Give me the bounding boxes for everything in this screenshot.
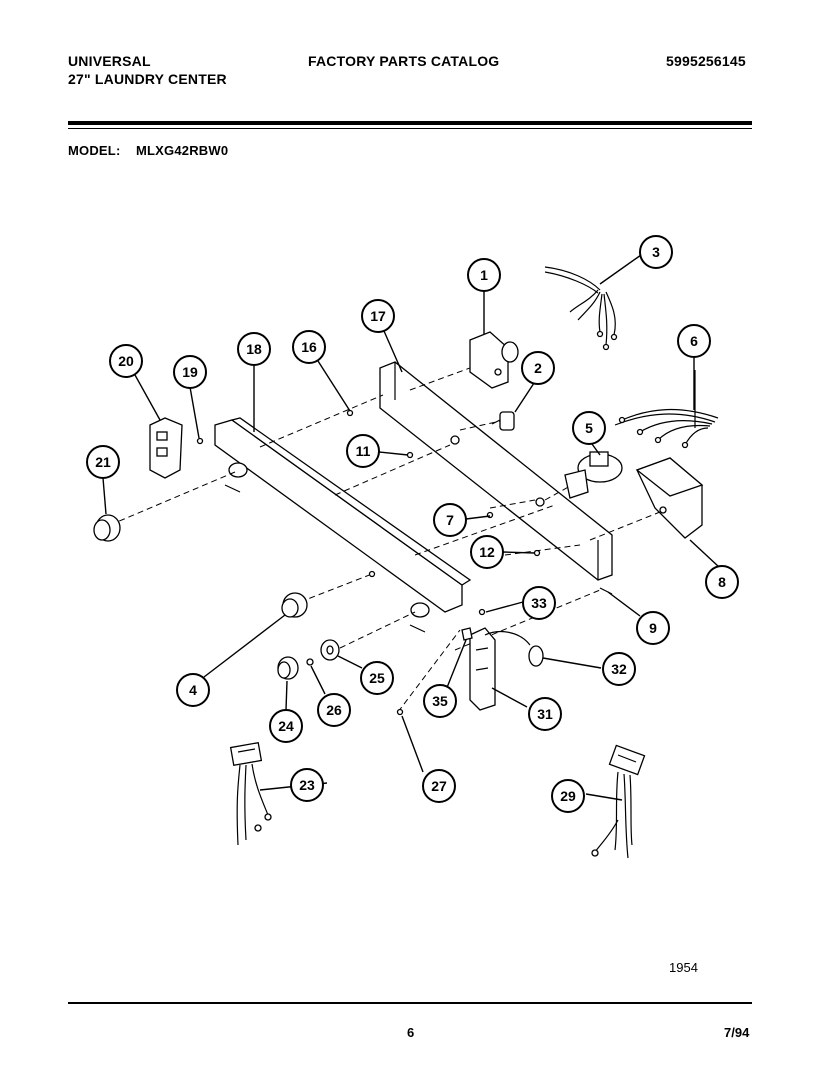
footer-date: 7/94: [724, 1025, 750, 1040]
console-panel: [214, 417, 472, 633]
callout-35[interactable]: 35: [423, 684, 457, 718]
callout-29[interactable]: 29: [551, 779, 585, 813]
callout-19[interactable]: 19: [173, 355, 207, 389]
callout-16[interactable]: 16: [292, 330, 326, 364]
callout-18[interactable]: 18: [237, 332, 271, 366]
catalog-title: FACTORY PARTS CATALOG: [308, 53, 500, 69]
timer-part: [469, 331, 519, 389]
callout-31[interactable]: 31: [528, 697, 562, 731]
svg-text:11: 11: [356, 443, 371, 459]
svg-text:24: 24: [278, 718, 294, 734]
svg-text:2: 2: [534, 360, 542, 376]
svg-text:3: 3: [652, 244, 660, 260]
callout-26[interactable]: 26: [317, 693, 351, 727]
leader-lines: [102, 254, 720, 801]
callout-9[interactable]: 9: [636, 611, 670, 645]
callout-32[interactable]: 32: [602, 652, 636, 686]
callout-12[interactable]: 12: [470, 535, 504, 569]
svg-text:21: 21: [95, 454, 111, 470]
svg-text:8: 8: [718, 574, 726, 590]
callout-11[interactable]: 11: [346, 434, 380, 468]
callout-2[interactable]: 2: [521, 351, 555, 385]
screw-12: [533, 549, 541, 557]
callout-4[interactable]: 4: [176, 673, 210, 707]
bracket-clip: [149, 417, 183, 479]
callout-21[interactable]: 21: [86, 445, 120, 479]
svg-text:32: 32: [611, 661, 627, 677]
header-rule-thin: [68, 128, 752, 129]
header-rule-thick: [68, 121, 752, 125]
product-label: 27" LAUNDRY CENTER: [68, 71, 227, 87]
screw-16: [346, 409, 354, 417]
wire-harness-right: [614, 370, 719, 449]
screw-19: [196, 437, 204, 445]
screw-panel: [368, 570, 376, 578]
control-bracket: [379, 361, 613, 581]
harness-23: [229, 741, 272, 846]
screw-11: [406, 451, 414, 459]
svg-text:31: 31: [537, 706, 553, 722]
callout-8[interactable]: 8: [705, 565, 739, 599]
svg-text:19: 19: [182, 364, 198, 380]
callout-3[interactable]: 3: [639, 235, 673, 269]
drawing-number: 1954: [669, 960, 698, 975]
knob-4: [281, 592, 308, 618]
switch-part: [491, 411, 515, 431]
svg-text:6: 6: [690, 333, 698, 349]
svg-text:1: 1: [480, 267, 488, 283]
svg-text:35: 35: [432, 693, 448, 709]
brand-label: UNIVERSAL: [68, 53, 151, 69]
callout-6[interactable]: 6: [677, 324, 711, 358]
svg-text:25: 25: [369, 670, 385, 686]
callout-25[interactable]: 25: [360, 661, 394, 695]
footer-rule: [68, 1002, 752, 1004]
callout-27[interactable]: 27: [422, 769, 456, 803]
knob-21: [93, 514, 121, 542]
callout-24[interactable]: 24: [269, 709, 303, 743]
svg-text:9: 9: [649, 620, 657, 636]
wire-harness-top: [544, 266, 618, 351]
model-number: MLXG42RBW0: [136, 143, 229, 158]
svg-text:18: 18: [246, 341, 262, 357]
svg-text:16: 16: [301, 339, 317, 355]
screw-33: [478, 608, 486, 616]
svg-text:12: 12: [479, 544, 495, 560]
box-component: [635, 457, 704, 539]
knob-24: [277, 656, 299, 680]
model-label: MODEL:: [68, 143, 121, 158]
motor-part: [564, 451, 623, 499]
washer-25: [320, 639, 340, 661]
callout-23[interactable]: 23: [290, 768, 324, 802]
svg-text:33: 33: [531, 595, 547, 611]
screw-26: [306, 658, 314, 666]
svg-text:5: 5: [585, 420, 593, 436]
callout-33[interactable]: 33: [522, 586, 556, 620]
callout-7[interactable]: 7: [433, 503, 467, 537]
svg-text:4: 4: [189, 682, 197, 698]
svg-text:27: 27: [431, 778, 447, 794]
callout-1[interactable]: 1: [467, 258, 501, 292]
callout-5[interactable]: 5: [572, 411, 606, 445]
callout-20[interactable]: 20: [109, 344, 143, 378]
harness-29: [591, 744, 646, 859]
catalog-number: 5995256145: [666, 53, 746, 69]
svg-text:29: 29: [560, 788, 576, 804]
svg-text:20: 20: [118, 353, 134, 369]
svg-text:17: 17: [370, 308, 386, 324]
svg-text:26: 26: [326, 702, 342, 718]
callout-17[interactable]: 17: [361, 299, 395, 333]
switch-bracket: [461, 627, 544, 711]
screw-27: [396, 708, 404, 716]
page-number: 6: [407, 1025, 415, 1040]
svg-text:7: 7: [446, 512, 454, 528]
svg-text:23: 23: [299, 777, 315, 793]
